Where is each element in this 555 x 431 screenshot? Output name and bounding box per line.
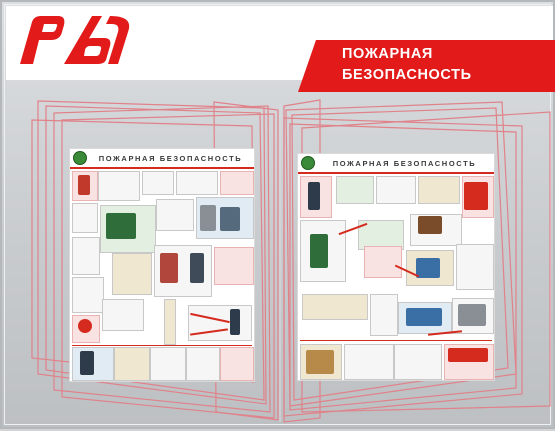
- figure-bomb: [78, 319, 92, 333]
- figure-worker: [308, 182, 320, 210]
- poster-panel: [176, 171, 218, 195]
- poster-panel: [186, 347, 220, 381]
- poster-panel: [376, 176, 416, 204]
- poster-divider: [300, 340, 492, 341]
- poster-panel: [164, 299, 176, 345]
- poster-panel: [220, 347, 254, 381]
- poster-panel: [364, 246, 402, 278]
- page-title: ПОЖАРНАЯ БЕЗОПАСНОСТЬ: [342, 44, 542, 86]
- poster-panel: [370, 294, 398, 336]
- poster-panel: [72, 277, 104, 313]
- figure-worker: [190, 253, 204, 283]
- poster-panel: [114, 347, 150, 381]
- title-banner: ПОЖАРНАЯ БЕЗОПАСНОСТЬ: [298, 40, 555, 92]
- figure-machine: [458, 304, 486, 326]
- poster-header: ПОЖАРНАЯ БЕЗОПАСНОСТЬ: [298, 154, 494, 172]
- poster-divider: [72, 345, 252, 346]
- poster-divider: [70, 167, 254, 169]
- poster-panel: [220, 171, 254, 195]
- figure-truck: [406, 308, 442, 326]
- poster-title: ПОЖАРНАЯ БЕЗОПАСНОСТЬ: [98, 153, 243, 163]
- poster-panel: [344, 344, 394, 380]
- poster-emblem-icon: [301, 156, 315, 170]
- figure-worker: [230, 309, 240, 335]
- figure-truck: [416, 258, 440, 278]
- poster-panel: [394, 344, 442, 380]
- poster-panel: [142, 171, 174, 195]
- poster-divider: [298, 172, 494, 174]
- figure-extinguisher: [160, 253, 178, 283]
- poster-panel: [188, 305, 252, 341]
- poster-panel: [214, 247, 254, 285]
- figure-worker: [310, 234, 328, 268]
- figure-door: [306, 350, 334, 374]
- title-line-2: БЕЗОПАСНОСТЬ: [342, 67, 472, 83]
- poster-panel: [336, 176, 374, 204]
- figure-fire: [418, 216, 442, 234]
- poster-left: ПОЖАРНАЯ БЕЗОПАСНОСТЬ: [70, 149, 254, 381]
- poster-header: ПОЖАРНАЯ БЕЗОПАСНОСТЬ: [70, 149, 254, 167]
- poster-panel: [418, 176, 460, 204]
- poster-panel: [156, 199, 194, 231]
- figure-machine: [106, 213, 136, 239]
- figure-worker: [78, 175, 90, 195]
- figure-cylinder: [200, 205, 216, 231]
- poster-title: ПОЖАРНАЯ БЕЗОПАСНОСТЬ: [332, 158, 477, 168]
- poster-panel: [302, 294, 368, 320]
- poster-panel: [72, 237, 100, 275]
- poster-panel: [150, 347, 186, 381]
- poster-emblem-icon: [73, 151, 87, 165]
- figure-worker: [80, 351, 94, 375]
- poster-panel: [98, 171, 140, 201]
- poster-panel: [112, 253, 152, 295]
- figure-sign: [448, 348, 488, 362]
- poster-panel: [102, 299, 144, 331]
- rzd-logo: [20, 16, 130, 64]
- poster-panel: [456, 244, 494, 290]
- poster-panel: [406, 250, 454, 286]
- poster-panel: [72, 203, 98, 233]
- title-line-1: ПОЖАРНАЯ: [342, 46, 433, 62]
- figure-worker: [220, 207, 240, 231]
- figure-extinguisher: [464, 182, 488, 210]
- poster-right: ПОЖАРНАЯ БЕЗОПАСНОСТЬ: [298, 154, 494, 380]
